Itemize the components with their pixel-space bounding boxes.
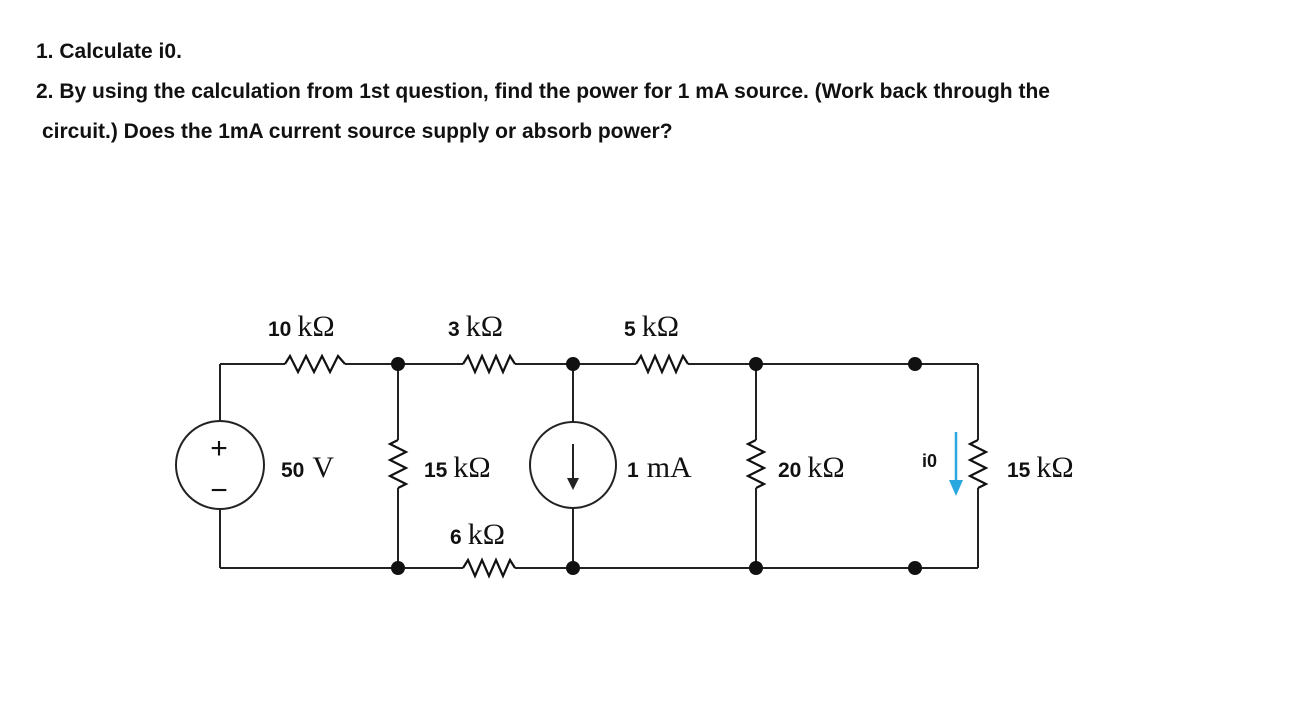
question-2-line-2: circuit.) Does the 1mA current source su… bbox=[42, 120, 673, 143]
resistor-3k bbox=[462, 353, 516, 375]
node bbox=[749, 357, 763, 371]
node bbox=[908, 357, 922, 371]
voltage-source-minus: − bbox=[210, 474, 228, 507]
nodes bbox=[391, 357, 922, 575]
node bbox=[391, 561, 405, 575]
resistor-15k-left bbox=[387, 439, 409, 489]
resistor-20k bbox=[745, 439, 767, 489]
question-2-line-1: 2. By using the calculation from 1st que… bbox=[36, 80, 1050, 103]
node bbox=[391, 357, 405, 371]
node bbox=[749, 561, 763, 575]
node bbox=[566, 561, 580, 575]
resistor-5k bbox=[635, 353, 689, 375]
resistor-10k bbox=[284, 353, 346, 375]
voltage-source: + − bbox=[175, 420, 265, 510]
question-1: 1. Calculate i0. bbox=[36, 40, 182, 63]
current-source bbox=[529, 421, 617, 509]
resistor-6k bbox=[462, 557, 516, 579]
i0-current-arrow bbox=[949, 432, 963, 496]
node bbox=[908, 561, 922, 575]
resistor-15k-right bbox=[967, 439, 989, 489]
node bbox=[566, 357, 580, 371]
voltage-source-plus: + bbox=[210, 432, 228, 465]
label-i0: i0 bbox=[922, 451, 937, 471]
